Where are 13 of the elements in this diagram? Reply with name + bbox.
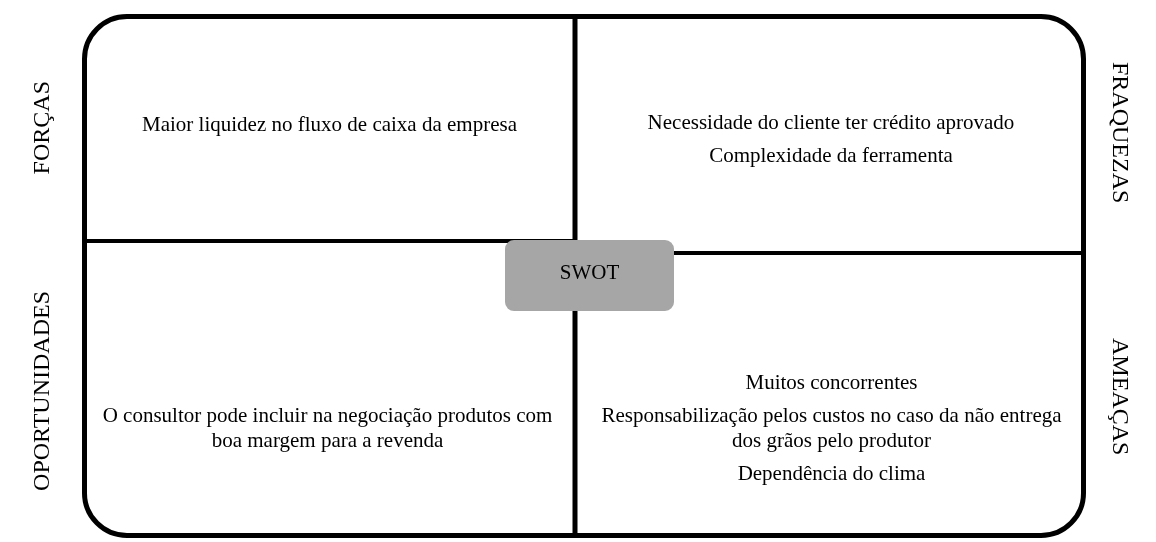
swot-item: Complexidade da ferramenta <box>708 143 954 168</box>
swot-item: Maior liquidez no fluxo de caixa da empresa <box>141 112 518 137</box>
swot-item: O consultor pode incluir na negociação produtos com boa margem para a revenda <box>101 403 554 453</box>
quadrant-heading: FRAQUEZAS <box>1108 62 1133 204</box>
swot-item: Dependência do clima <box>736 461 927 486</box>
quadrant-heading: AMEAÇAS <box>1108 337 1133 456</box>
swot-item: Necessidade do cliente ter crédito aprovado <box>646 110 1016 135</box>
center-box <box>505 240 674 311</box>
quadrant-heading: FORÇAS <box>29 80 53 175</box>
swot-item: Responsabilização pelos custos no caso da não entrega dos grãos pelo produtor <box>600 403 1063 453</box>
swot-item: Muitos concorrentes <box>744 370 919 395</box>
quadrant-heading: OPORTUNIDADES <box>29 290 53 491</box>
center-label: SWOT <box>559 258 620 286</box>
